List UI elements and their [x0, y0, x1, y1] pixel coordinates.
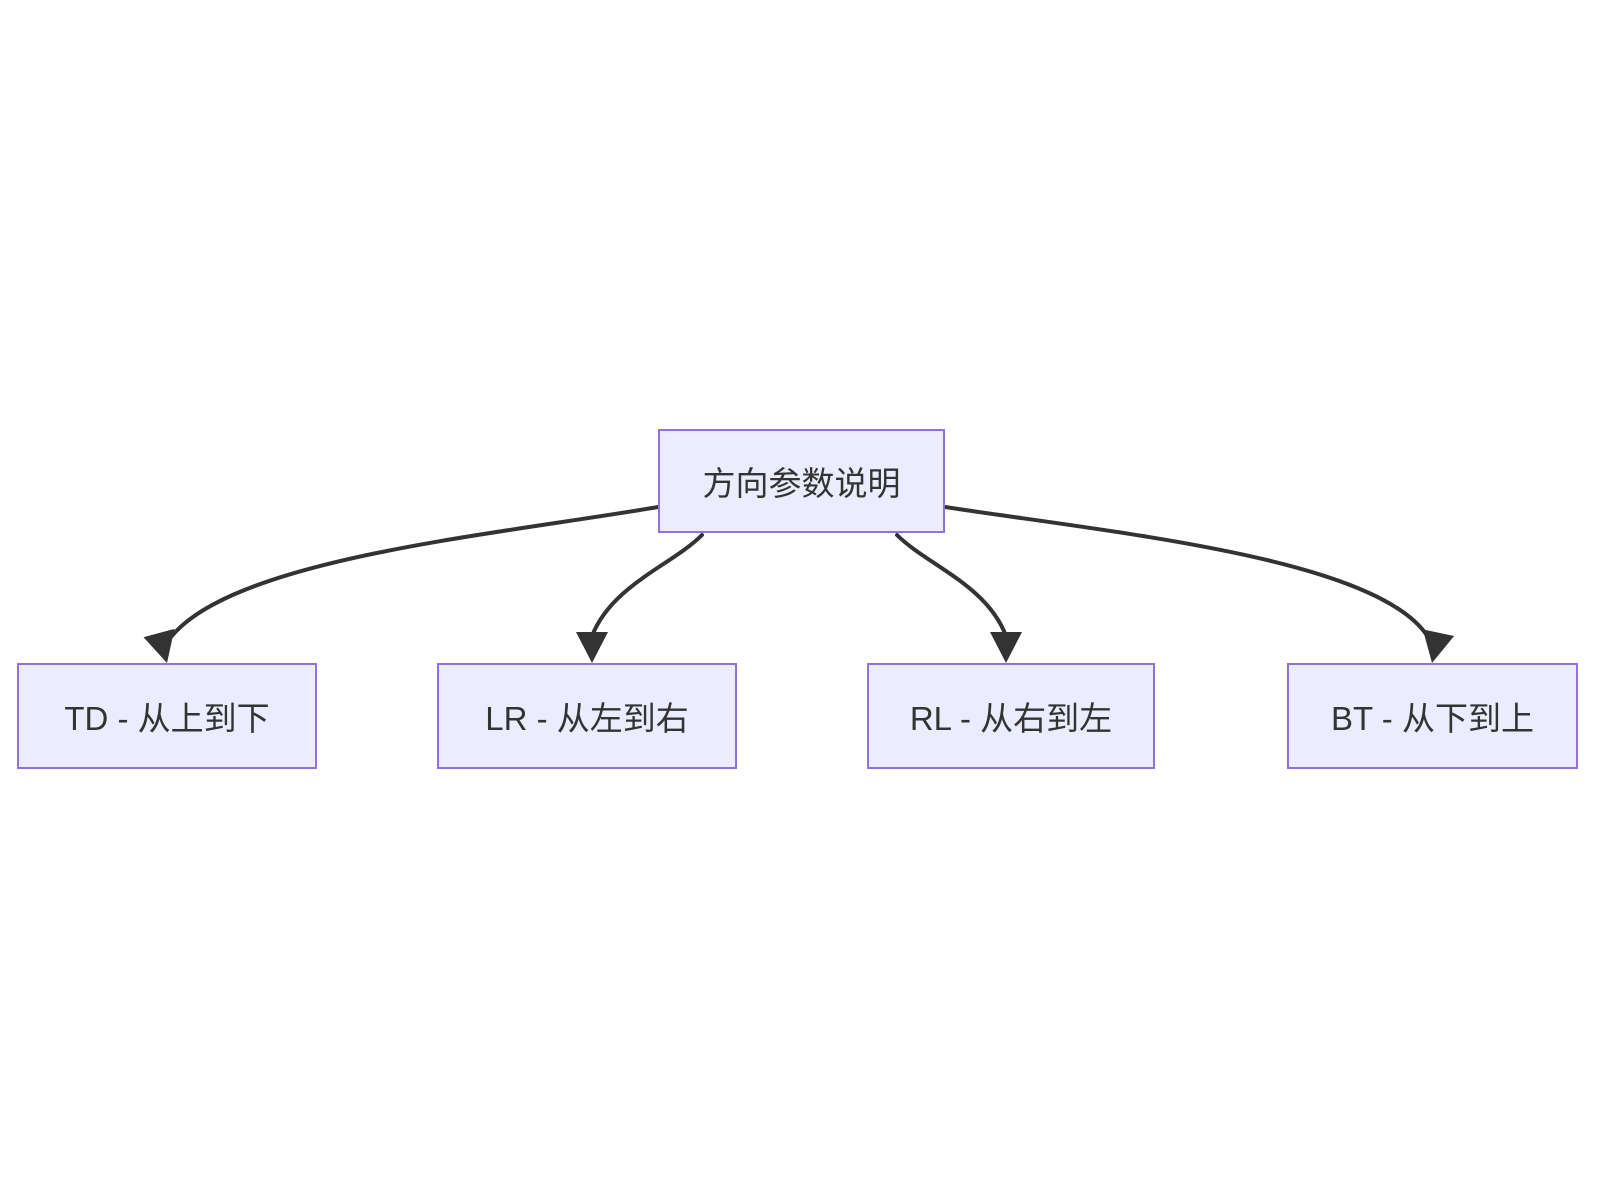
arrowhead-lr-icon: [576, 632, 608, 663]
node-rl: RL - 从右到左: [867, 663, 1155, 769]
node-root-label: 方向参数说明: [702, 465, 901, 502]
arrowhead-td-icon: [143, 628, 175, 663]
node-lr: LR - 从左到右: [437, 663, 737, 769]
node-bt: BT - 从下到上: [1287, 663, 1578, 769]
arrowhead-rl-icon: [990, 632, 1022, 663]
edge-root-to-td: [169, 505, 660, 639]
node-td: TD - 从上到下: [17, 663, 317, 769]
edge-root-to-bt: [943, 505, 1430, 639]
edge-root-to-rl: [895, 533, 1008, 638]
arrowhead-bt-icon: [1422, 629, 1455, 663]
node-bt-label: BT - 从下到上: [1331, 700, 1534, 737]
node-td-label: TD - 从上到下: [64, 700, 270, 737]
node-lr-label: LR - 从左到右: [485, 700, 689, 737]
node-rl-label: RL - 从右到左: [909, 700, 1113, 737]
node-root: 方向参数说明: [658, 429, 945, 533]
edge-root-to-lr: [590, 533, 704, 638]
